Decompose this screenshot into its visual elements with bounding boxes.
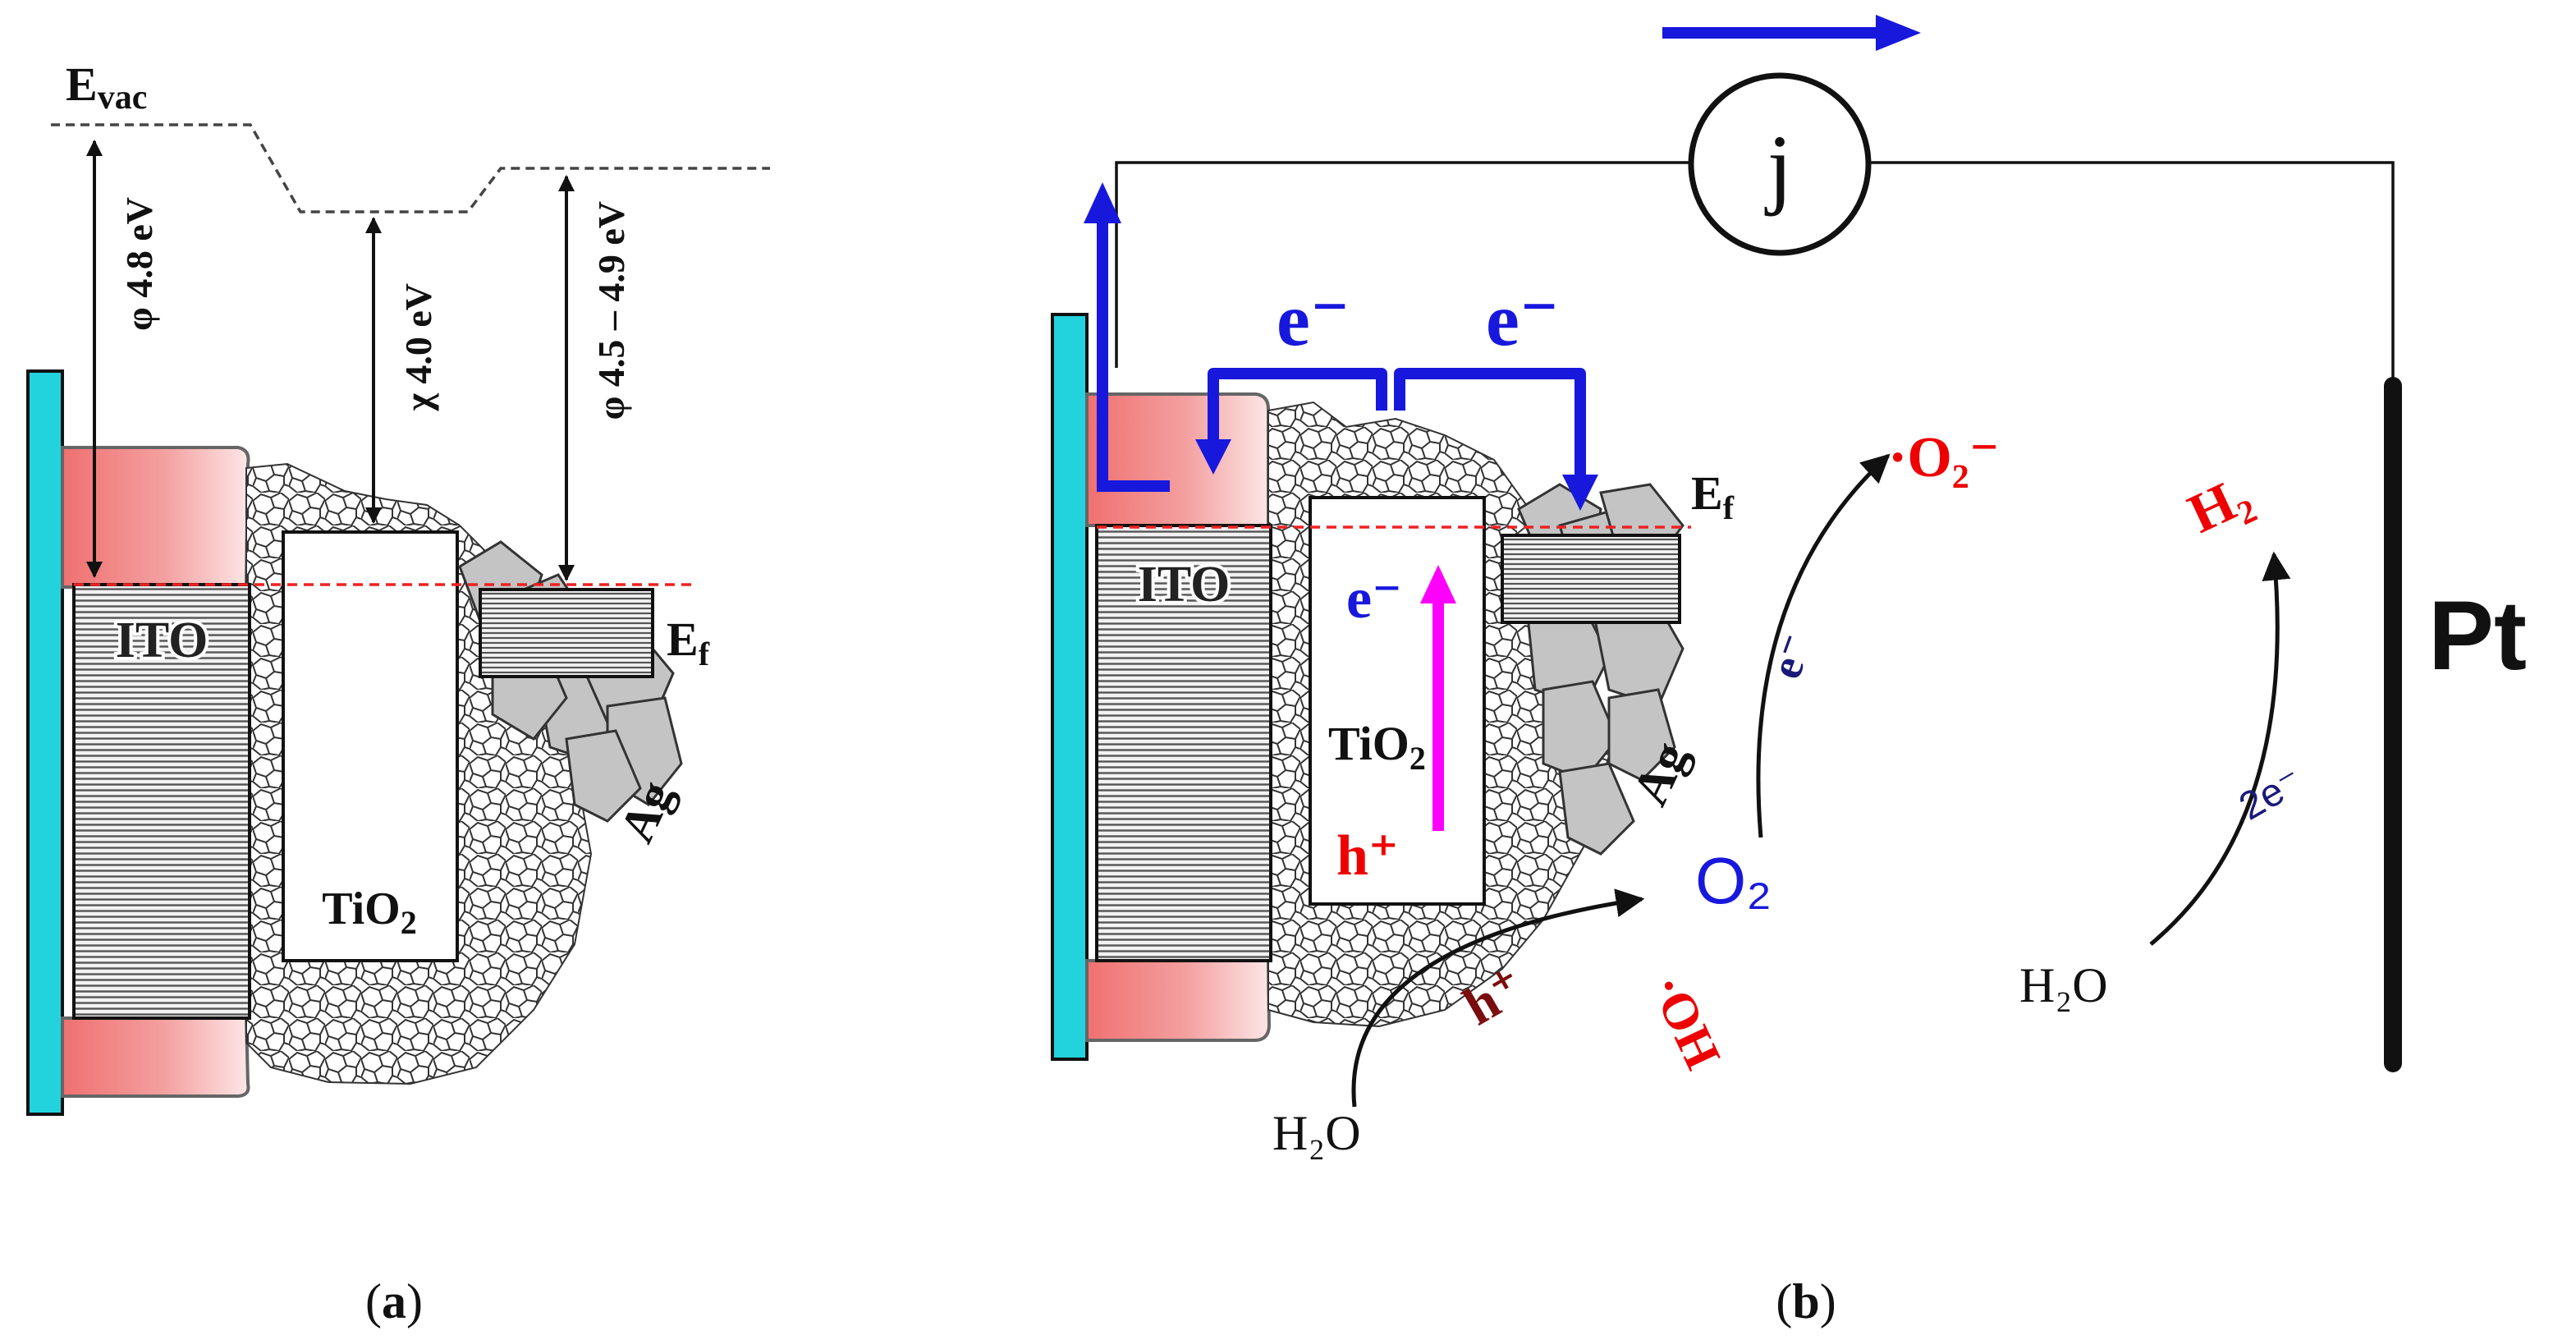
tio2-label-a: TiO2 (322, 883, 416, 941)
ito-block-b (1095, 524, 1272, 962)
electron-inner-label: e⁻ (1346, 567, 1402, 631)
glass-substrate-b (1051, 313, 1089, 1061)
ito-pink-top (61, 446, 250, 589)
evac-label: Evac (66, 57, 147, 117)
electron-collection-path (1097, 220, 1170, 492)
oxygen-label: O₂ (1695, 844, 1772, 917)
chi-tio2-label: χ 4.0 eV (397, 283, 439, 411)
ammeter-label: j (1764, 117, 1793, 217)
vacuum-level-line (51, 123, 770, 213)
phi-ito-label: φ 4.8 eV (118, 197, 160, 331)
hole-inner-label: h⁺ (1336, 824, 1399, 888)
ito-pink-top-b (1085, 392, 1270, 527)
glass-substrate (26, 369, 64, 1116)
water-right-label: H₂O (2019, 958, 2108, 1012)
superoxide-label: ·O₂⁻ (1888, 426, 2000, 489)
current-arrowhead (1876, 15, 1921, 51)
ef-label-a: Ef (667, 613, 710, 672)
water-to-hydroxyl-arrow (1351, 888, 1645, 1108)
ef-label-b: Ef (1691, 466, 1735, 526)
panel-a: Evac ITO TiO2 Ag Ef φ (26, 57, 770, 1329)
electron-collection-arrowhead (1084, 182, 1121, 223)
phi-ag-label: φ 4.5 – 4.9 eV (590, 201, 632, 420)
electron-transfer-right-arrowhead (1562, 475, 1598, 511)
electron-transfer-left-arrowhead (1195, 439, 1231, 475)
o2-to-superoxide-arrow (1756, 453, 1891, 838)
water-to-hydrogen-arrow (2149, 551, 2291, 946)
hydrogen-label: H₂ (2179, 463, 2260, 545)
tio2-block-a (282, 530, 459, 962)
electron-transfer-left (1208, 368, 1387, 443)
tio2-block-b (1309, 496, 1486, 906)
caption-b: (b) (1776, 1274, 1836, 1329)
panel-b: j Pt ITO TiO2 e⁻ h⁺ (1051, 15, 2527, 1329)
electron-transfer-right (1394, 368, 1586, 476)
electron-label-2: e⁻ (1486, 278, 1559, 361)
hydroxyl-label: ·OH (1639, 966, 1730, 1077)
ito-block-a (72, 583, 251, 1020)
hole-migration-arrowhead (1420, 565, 1456, 603)
electron-to-o2-label: e⁻ (1761, 627, 1822, 685)
ag-block-b (1501, 534, 1681, 624)
ito-pink-bottom-b (1085, 959, 1272, 1042)
electron-label-1: e⁻ (1277, 278, 1350, 361)
ito-label-b: ITO (1138, 557, 1231, 613)
ito-pink-bottom (61, 1016, 250, 1098)
water-left-label: H₂O (1272, 1106, 1361, 1160)
ito-label-a: ITO (116, 613, 209, 668)
tio2-label-b: TiO2 (1328, 717, 1426, 777)
ag-block-a (479, 588, 654, 678)
caption-a: (a) (365, 1274, 423, 1329)
ammeter (1688, 72, 1872, 256)
pt-label: Pt (2428, 581, 2527, 691)
